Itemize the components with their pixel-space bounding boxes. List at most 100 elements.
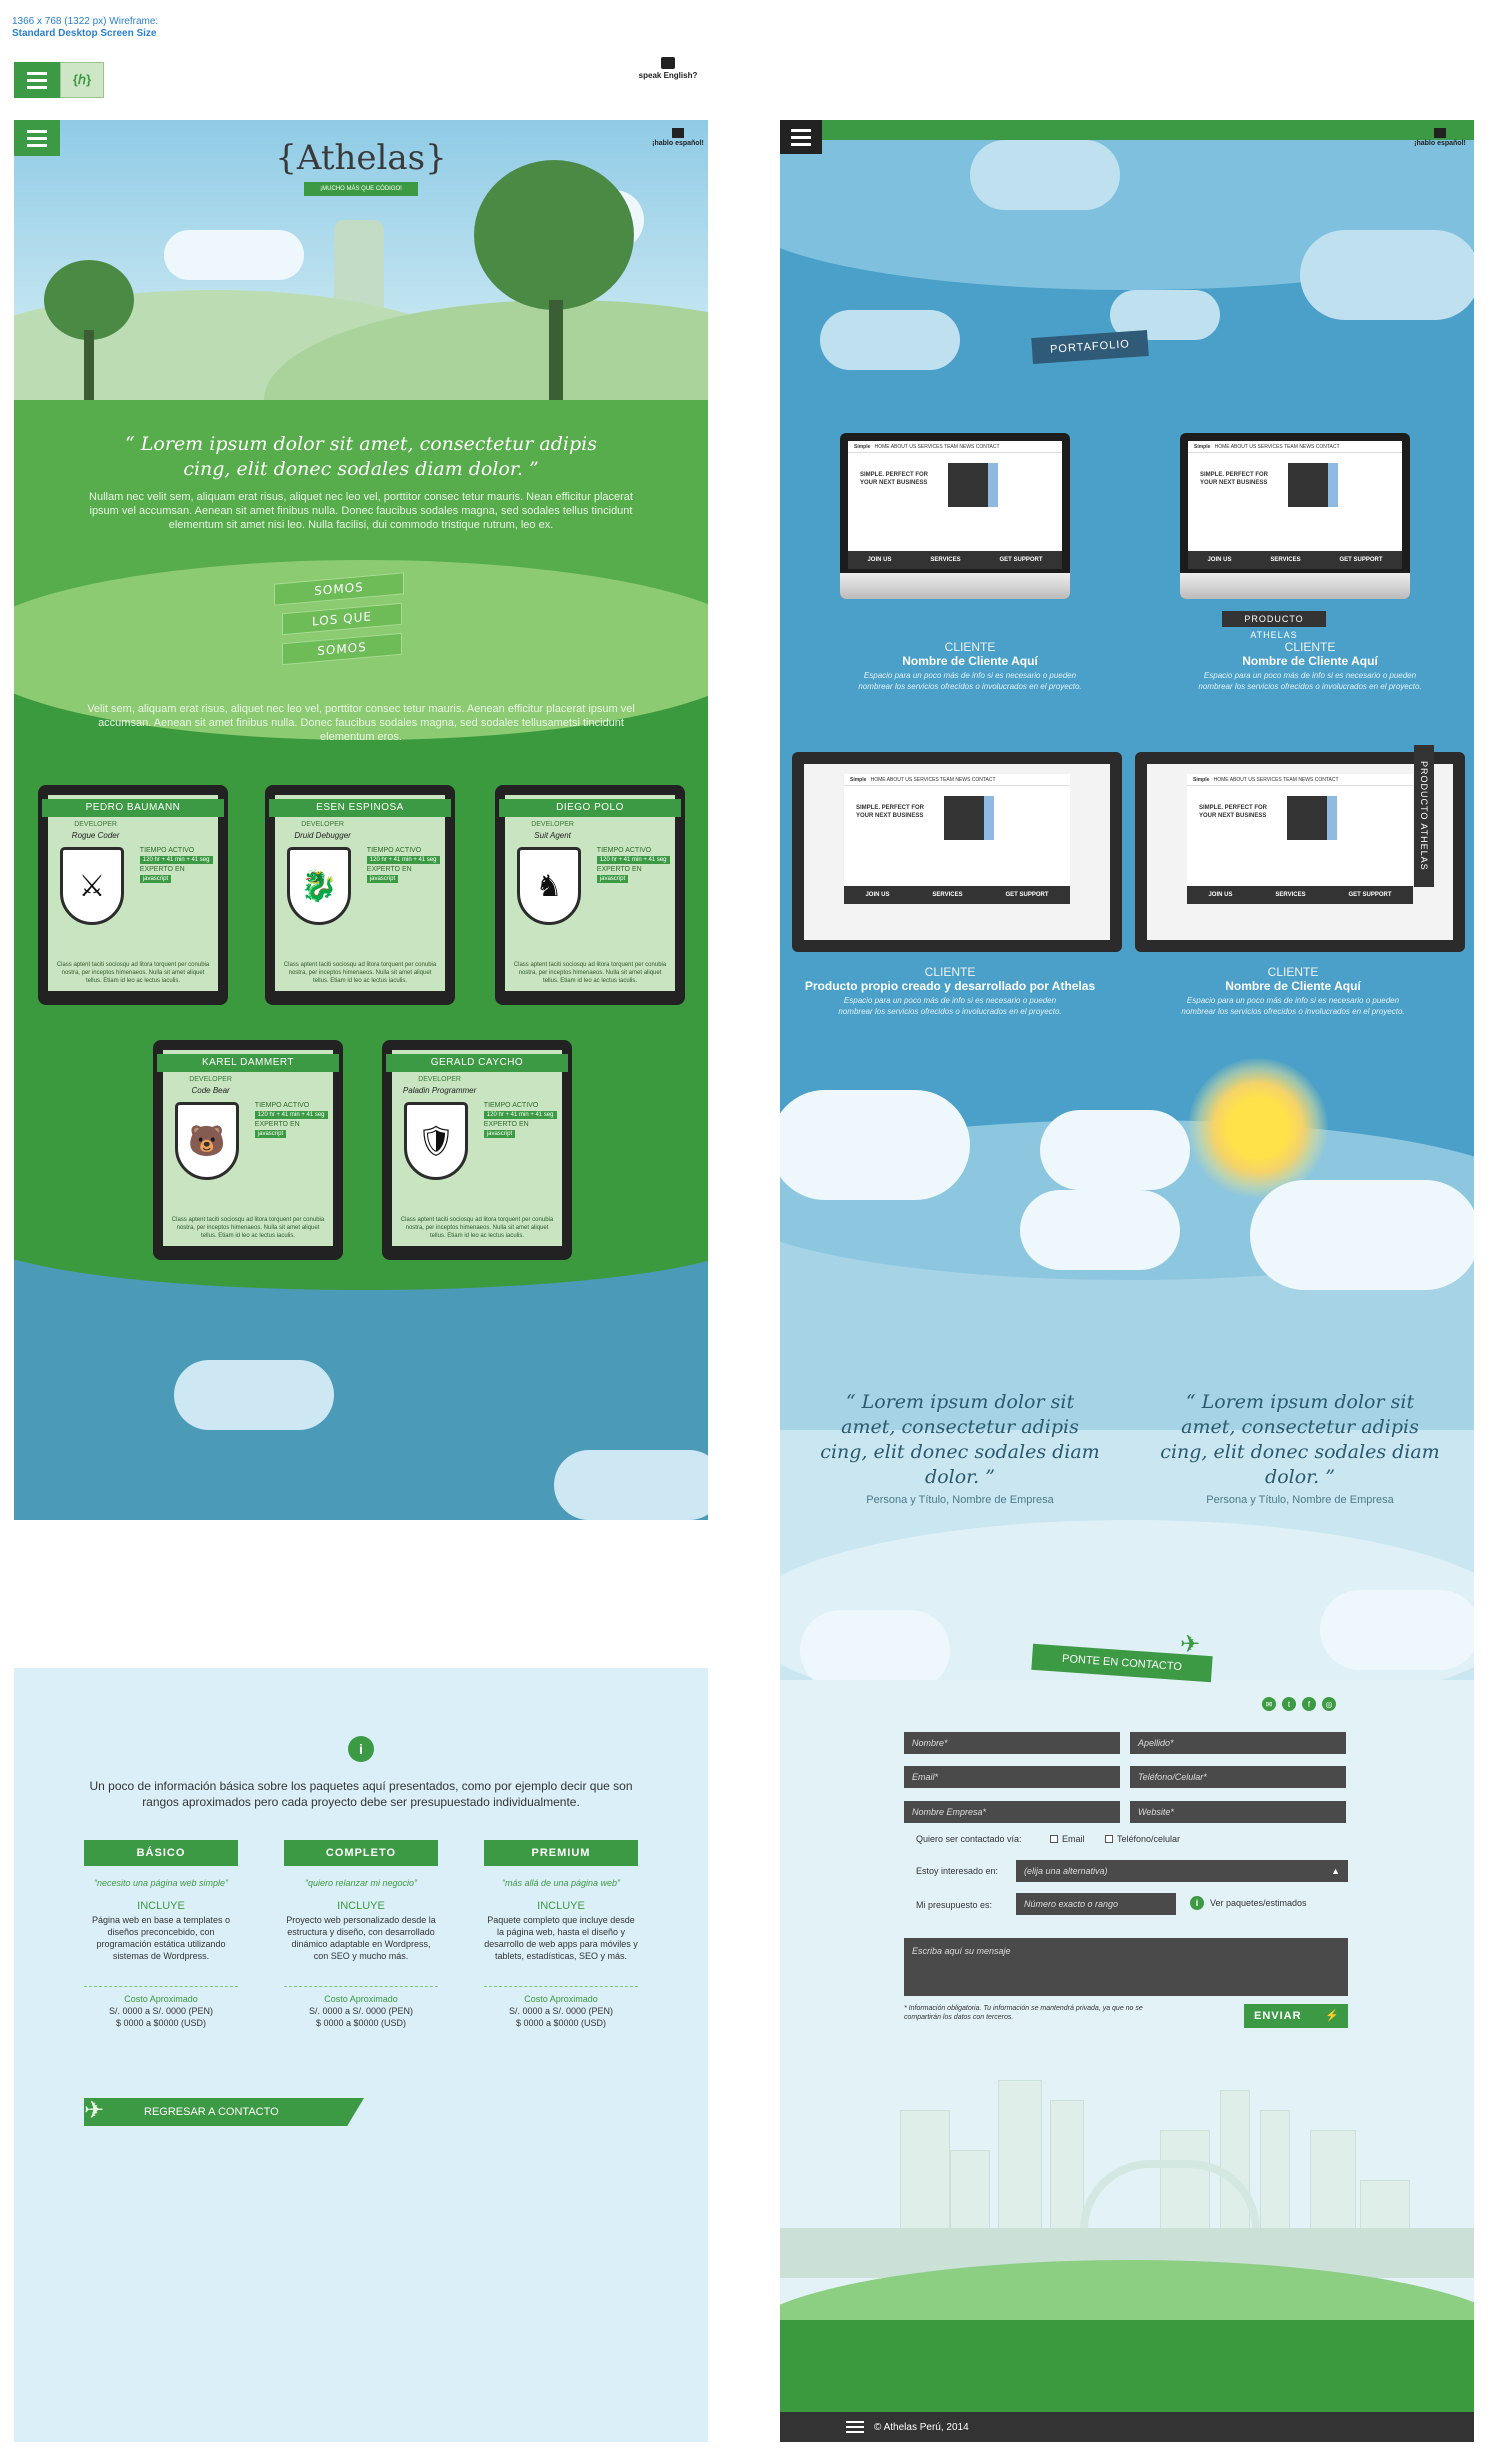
cloud: [800, 1610, 950, 1690]
interest-select[interactable]: (elija una alternativa)▲: [1016, 1860, 1348, 1882]
portfolio-monitor[interactable]: Simple HOME ABOUT US SERVICES TEAM NEWS …: [1180, 433, 1410, 599]
building: [900, 2110, 950, 2230]
hero-quote: “ Lorem ipsum dolor sit amet, consectetu…: [125, 433, 597, 480]
cloud: [820, 310, 960, 370]
card-title: Rogue Coder: [71, 831, 120, 840]
card-stats: TIEMPO ACTIVO 120 hr + 41 min + 41 seg E…: [596, 847, 671, 885]
paper-plane-icon: ✈: [1180, 1631, 1201, 1658]
cloud: [1020, 1190, 1180, 1270]
speak-english-link[interactable]: speak English?: [636, 57, 700, 80]
card-stats: TIEMPO ACTIVO 120 hr + 41 min + 41 seg E…: [483, 1102, 558, 1140]
paper-plane-icon: ✈: [84, 2097, 105, 2124]
card-role: DEVELOPER: [189, 1076, 232, 1083]
card-role: DEVELOPER: [418, 1076, 461, 1083]
team-card[interactable]: PEDRO BAUMANN DEVELOPER Rogue Coder ⚔ TI…: [38, 785, 228, 1005]
hablo-espanol-link[interactable]: ¡hablo español!: [650, 128, 706, 147]
shield-icon: 🐉: [287, 847, 351, 925]
shield-icon: ⚔: [60, 847, 124, 925]
contact-field[interactable]: Website*: [1130, 1801, 1346, 1823]
package-description: Proyecto web personalizado desde la estr…: [286, 1915, 436, 1961]
menu-button[interactable]: [14, 120, 60, 156]
top-menu-button[interactable]: [14, 62, 60, 98]
cloud: [780, 1090, 970, 1200]
back-to-contact-button[interactable]: REGRESAR A CONTACTO: [84, 2098, 364, 2126]
packages-link[interactable]: Ver paquetes/estimados: [1210, 1898, 1307, 1908]
product-badge-vertical: PRODUCTO ATHELAS: [1414, 745, 1434, 887]
bolt-icon: ⚡: [1325, 2010, 1340, 2022]
client-name[interactable]: Nombre de Cliente Aquí: [902, 654, 1038, 668]
client-name[interactable]: Producto propio creado y desarrollado po…: [804, 979, 1096, 993]
package-tab[interactable]: PREMIUM: [484, 1840, 638, 1866]
device-mockup: [944, 796, 994, 840]
client-name[interactable]: Nombre de Cliente Aquí: [1242, 654, 1378, 668]
team-card[interactable]: DIEGO POLO DEVELOPER Suit Agent ♞ TIEMPO…: [495, 785, 685, 1005]
tree: [474, 160, 634, 310]
contact-field[interactable]: Apellido*: [1130, 1732, 1346, 1754]
card-stats: TIEMPO ACTIVO 120 hr + 41 min + 41 seg E…: [366, 847, 441, 885]
product-badge: PRODUCTO ATHELAS: [1222, 611, 1326, 640]
client-label: CLIENTE: [1284, 640, 1336, 654]
testimonial-quote: “ Lorem ipsum dolor sit amet, consectetu…: [820, 1391, 1100, 1488]
device-mockup: [1287, 796, 1337, 840]
package-tab[interactable]: COMPLETO: [284, 1840, 438, 1866]
package-cost: Costo Aproximado S/. 0000 a S/. 0000 (PE…: [484, 1986, 638, 2029]
contact-field[interactable]: Email*: [904, 1766, 1120, 1788]
social-icon[interactable]: t: [1282, 1697, 1296, 1711]
portfolio-monitor[interactable]: Simple HOME ABOUT US SERVICES TEAM NEWS …: [840, 433, 1070, 599]
team-card[interactable]: ESEN ESPINOSA DEVELOPER Druid Debugger 🐉…: [265, 785, 455, 1005]
cloud: [1320, 1590, 1474, 1670]
caption-line-1: 1366 x 768 (1322 px) Wireframe:: [12, 16, 159, 27]
client-name[interactable]: Nombre de Cliente Aquí: [1225, 979, 1361, 993]
building: [1310, 2130, 1356, 2230]
card-role: DEVELOPER: [301, 821, 344, 828]
contact-field[interactable]: Teléfono/Celular*: [1130, 1766, 1346, 1788]
card-title: Code Bear: [191, 1086, 230, 1095]
packages-intro: Un poco de información básica sobre los …: [89, 1779, 633, 1809]
contact-by-label: Quiero ser contactado vía:: [916, 1834, 1022, 1844]
client-description: Espacio para un poco más de info si es n…: [1198, 671, 1422, 691]
message-textarea[interactable]: Escriba aquí su mensaje: [904, 1938, 1348, 1996]
portfolio-monitor[interactable]: Simple HOME ABOUT US SERVICES TEAM NEWS …: [792, 752, 1122, 952]
athelas-logo[interactable]: {Athelas}: [275, 138, 447, 178]
contact-field[interactable]: Nombre Empresa*: [904, 1801, 1120, 1823]
budget-input[interactable]: Número exacto o rango: [1016, 1893, 1176, 1915]
menu-button[interactable]: [780, 120, 822, 154]
email-checkbox[interactable]: Email: [1050, 1834, 1085, 1844]
card-stats: TIEMPO ACTIVO 120 hr + 41 min + 41 seg E…: [139, 847, 214, 885]
hero-paragraph: Nullam nec velit sem, aliquam erat risus…: [89, 491, 633, 531]
portfolio-monitor[interactable]: Simple HOME ABOUT US SERVICES TEAM NEWS …: [1135, 752, 1465, 952]
package-includes-label: INCLUYE: [137, 1900, 185, 1912]
cloud: [1250, 1180, 1474, 1290]
team-card[interactable]: GERALD CAYCHO DEVELOPER Paladin Programm…: [382, 1040, 572, 1260]
phone-checkbox[interactable]: Teléfono/celular: [1105, 1834, 1180, 1844]
portfolio-caption: CLIENTE Nombre de Cliente Aquí Espacio p…: [800, 640, 1140, 692]
send-button[interactable]: ENVIAR⚡: [1244, 2004, 1348, 2028]
info-icon: i: [1190, 1896, 1204, 1910]
cloud: [554, 1450, 708, 1520]
client-label: CLIENTE: [924, 965, 976, 979]
card-description: Class aptent taciti sociosqu ad litora t…: [171, 1217, 325, 1239]
testimonial-quote: “ Lorem ipsum dolor sit amet, consectetu…: [1160, 1391, 1440, 1488]
hablo-espanol-link[interactable]: ¡hablo español!: [1410, 128, 1470, 147]
card-title: Paladin Programmer: [402, 1086, 477, 1095]
caret-up-icon: ▲: [1331, 1866, 1340, 1876]
social-icon[interactable]: f: [1302, 1697, 1316, 1711]
social-icon[interactable]: ✉: [1262, 1697, 1276, 1711]
package-cost: Costo Aproximado S/. 0000 a S/. 0000 (PE…: [284, 1986, 438, 2029]
card-title: Druid Debugger: [294, 831, 351, 840]
social-icon[interactable]: ◎: [1322, 1697, 1336, 1711]
team-card[interactable]: KAREL DAMMERT DEVELOPER Code Bear 🐻 TIEM…: [153, 1040, 343, 1260]
shield-icon: 🛡: [404, 1102, 468, 1180]
package-description: Paquete completo que incluye desde la pá…: [484, 1915, 638, 1961]
contact-field[interactable]: Nombre*: [904, 1732, 1120, 1754]
footer: © Athelas Perú, 2014: [780, 2412, 1474, 2442]
building: [1050, 2100, 1084, 2230]
tree: [44, 260, 134, 340]
top-logo[interactable]: {ℎ}: [60, 62, 104, 98]
hamburger-icon: [791, 128, 811, 132]
package-tab[interactable]: BÁSICO: [84, 1840, 238, 1866]
package-description: Página web en base a templates o diseños…: [91, 1915, 231, 1961]
hamburger-icon: [27, 71, 47, 75]
footer-menu-icon[interactable]: [846, 2421, 864, 2433]
building: [1260, 2110, 1290, 2230]
